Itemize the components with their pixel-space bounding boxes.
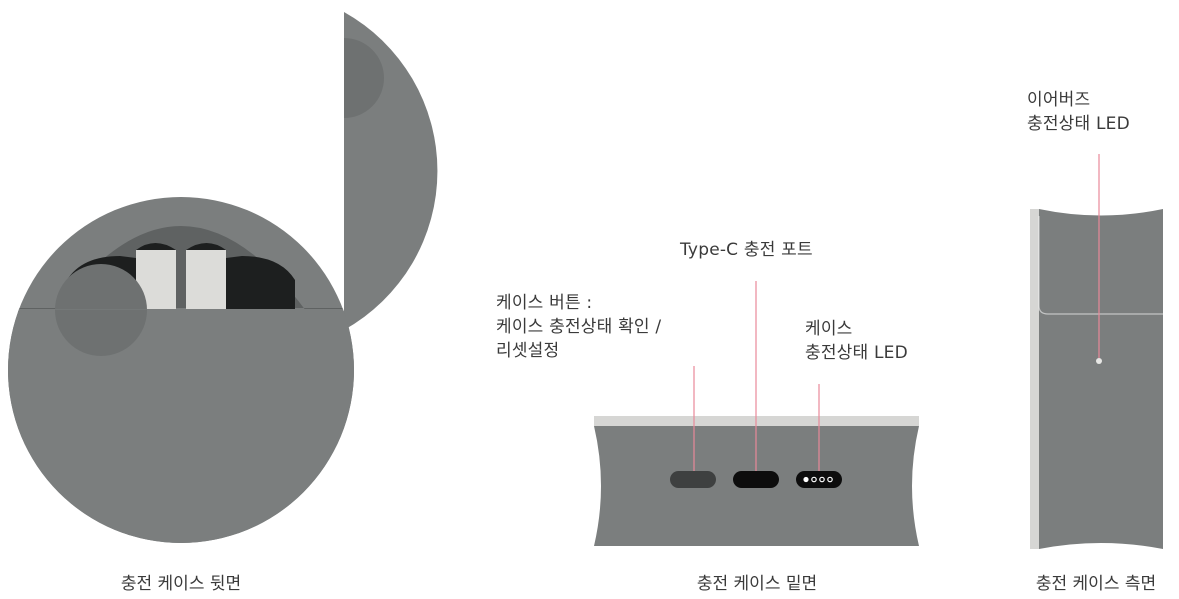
bottom-view-caption: 충전 케이스 밑면 bbox=[696, 574, 818, 594]
side-view bbox=[1030, 154, 1163, 549]
bottom-view bbox=[594, 281, 919, 546]
side-view-caption: 충전 케이스 측면 bbox=[1035, 574, 1157, 594]
case-button-label: 케이스 버튼 : 케이스 충전상태 확인 / 리셋설정 bbox=[496, 291, 661, 363]
earbud-led-dot bbox=[1096, 358, 1102, 364]
earbud-led-label-line2: 충전상태 LED bbox=[1027, 114, 1130, 134]
lid-outline bbox=[1038, 216, 1163, 315]
case-led-label: 케이스 충전상태 LED bbox=[805, 317, 908, 365]
earbud-led-label-line1: 이어버즈 bbox=[1027, 90, 1091, 110]
case-led-label-line2: 충전상태 LED bbox=[805, 343, 908, 363]
case-led-label-line1: 케이스 bbox=[805, 319, 853, 339]
lid-hinge-shade bbox=[344, 38, 384, 118]
case-cavity bbox=[18, 226, 344, 370]
right-earbud-stem bbox=[186, 250, 226, 310]
side-rim bbox=[1030, 209, 1039, 549]
usb-port-label-text: Type-C 충전 포트 bbox=[680, 240, 813, 260]
body-hinge-shade bbox=[55, 264, 147, 356]
case-led-indicator bbox=[796, 471, 842, 488]
case-button-label-line1: 케이스 버튼 : bbox=[496, 293, 593, 313]
led-dots bbox=[803, 476, 833, 483]
usb-c-port bbox=[733, 471, 779, 488]
usb-port-label: Type-C 충전 포트 bbox=[680, 238, 813, 262]
back-view bbox=[8, 12, 438, 543]
case-button-label-line2: 케이스 충전상태 확인 / bbox=[496, 317, 662, 337]
case-button bbox=[670, 471, 716, 488]
back-view-caption: 충전 케이스 뒷면 bbox=[120, 574, 242, 594]
side-case-body bbox=[1039, 209, 1163, 549]
right-earbud bbox=[226, 256, 295, 310]
case-body bbox=[8, 197, 354, 543]
case-button-label-line3: 리셋설정 bbox=[496, 341, 560, 361]
case-lid bbox=[344, 12, 438, 330]
earbud-led-label: 이어버즈 충전상태 LED bbox=[1027, 88, 1130, 136]
